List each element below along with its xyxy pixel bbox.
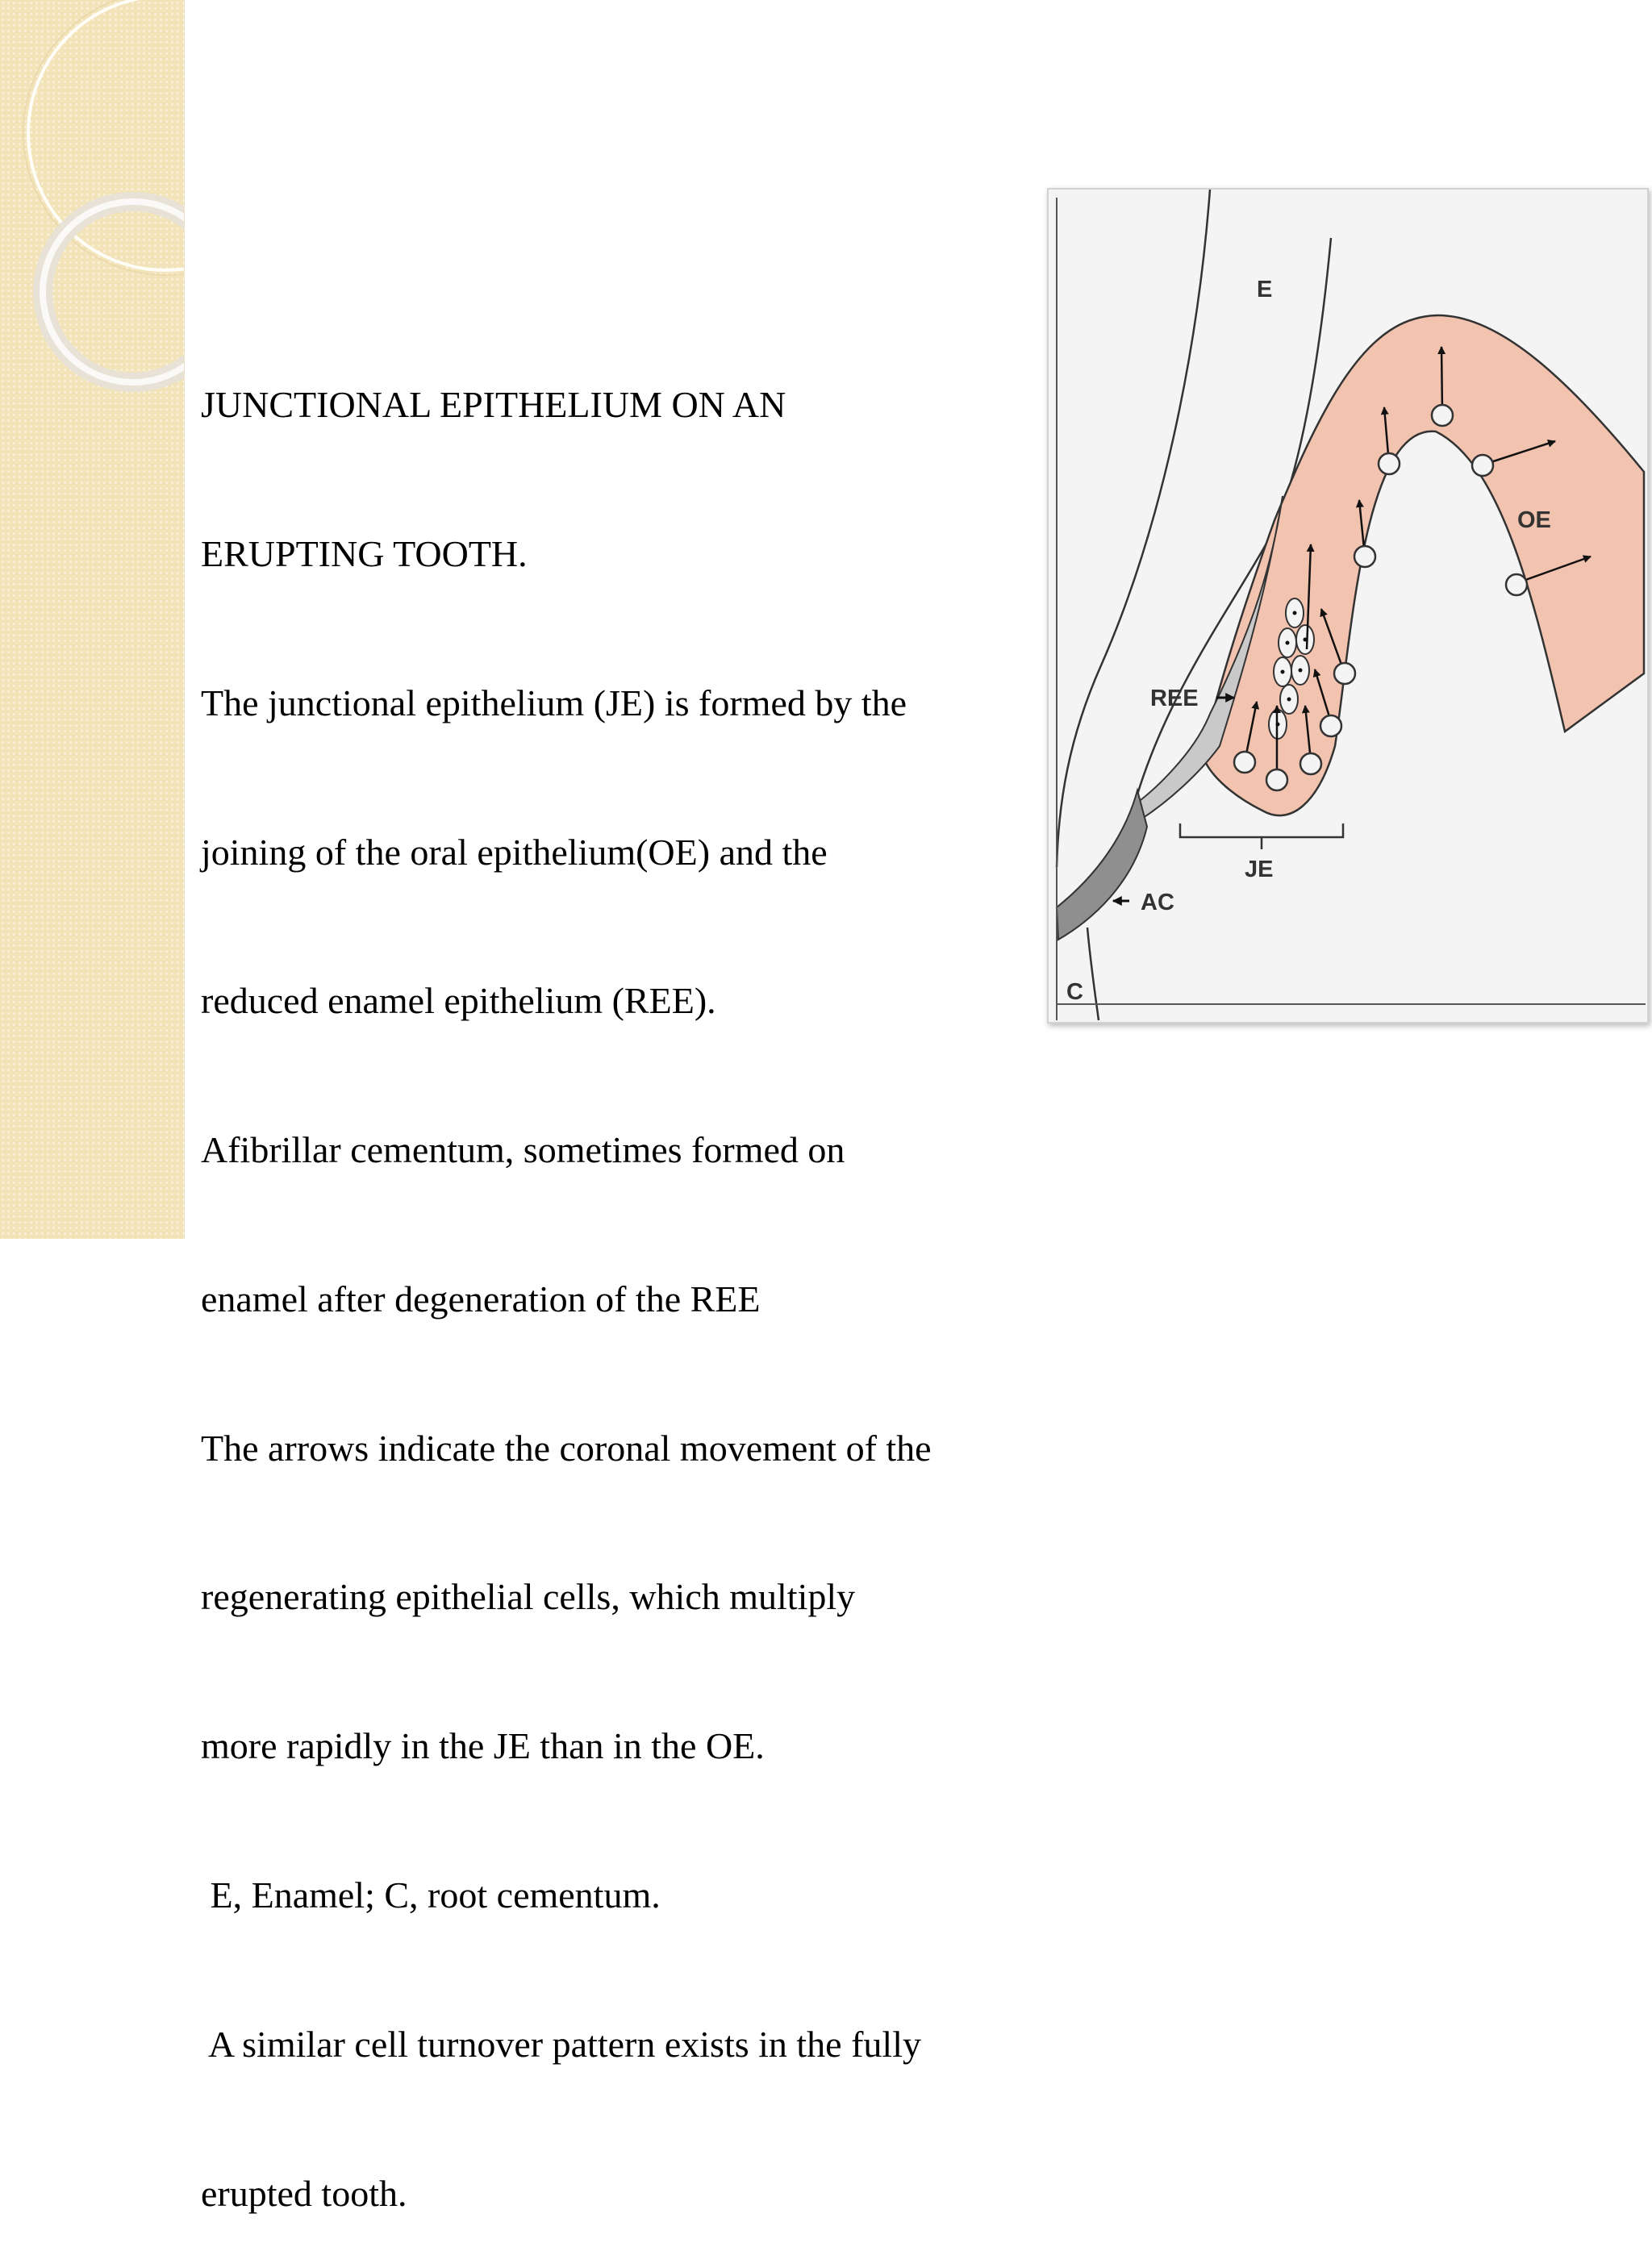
body-line-11: erupted tooth. bbox=[201, 2172, 407, 2214]
label-enamel: E bbox=[1257, 277, 1272, 302]
body-line-9: E, Enamel; C, root cementum. bbox=[201, 1874, 661, 1916]
label-afibrillar-cementum: AC bbox=[1141, 890, 1174, 915]
enamel-outer-line bbox=[1055, 190, 1212, 868]
body-line-3: reduced enamel epithelium (REE). bbox=[201, 980, 716, 1022]
body-line-7: regenerating epithelial cells, which mul… bbox=[201, 1576, 856, 1618]
label-junctional-epithelium: JE bbox=[1245, 857, 1273, 882]
diagram-figure: E OE REE JE AC C bbox=[1047, 188, 1649, 1024]
body-line-10: A similar cell turnover pattern exists i… bbox=[201, 2023, 921, 2065]
body-line-6: The arrows indicate the coronal movement… bbox=[201, 1427, 932, 1469]
je-bracket bbox=[1179, 823, 1345, 849]
body-line-1: The junctional epithelium (JE) is formed… bbox=[201, 682, 907, 723]
label-reduced-enamel-epithelium: REE bbox=[1150, 686, 1199, 711]
label-oral-epithelium: OE bbox=[1517, 507, 1551, 533]
oral-epithelium-band bbox=[1200, 314, 1646, 817]
junctional-epithelial-cells bbox=[1268, 598, 1315, 740]
basal-cell-circles bbox=[1233, 403, 1529, 792]
decorative-side-strip bbox=[0, 0, 185, 1239]
afibrillar-cementum bbox=[1055, 787, 1149, 941]
label-root-cementum: C bbox=[1066, 979, 1083, 1005]
body-line-8: more rapidly in the JE than in the OE. bbox=[201, 1725, 765, 1767]
body-line-2: joining of the oral epithelium(OE) and t… bbox=[201, 831, 828, 873]
junctional-epithelium-diagram: E OE REE JE AC C bbox=[1055, 190, 1646, 1021]
slide-title-line-1: JUNCTIONAL EPITHELIUM ON AN bbox=[201, 384, 786, 426]
root-cementum-line bbox=[1086, 927, 1100, 1021]
decorative-rings bbox=[23, 0, 184, 392]
body-line-5: enamel after degeneration of the REE bbox=[201, 1278, 761, 1320]
body-line-4: Afibrillar cementum, sometimes formed on bbox=[201, 1129, 845, 1171]
slide-text-block: JUNCTIONAL EPITHELIUM ON AN ERUPTING TOO… bbox=[201, 281, 1024, 2268]
slide-title-line-2: ERUPTING TOOTH. bbox=[201, 532, 528, 574]
